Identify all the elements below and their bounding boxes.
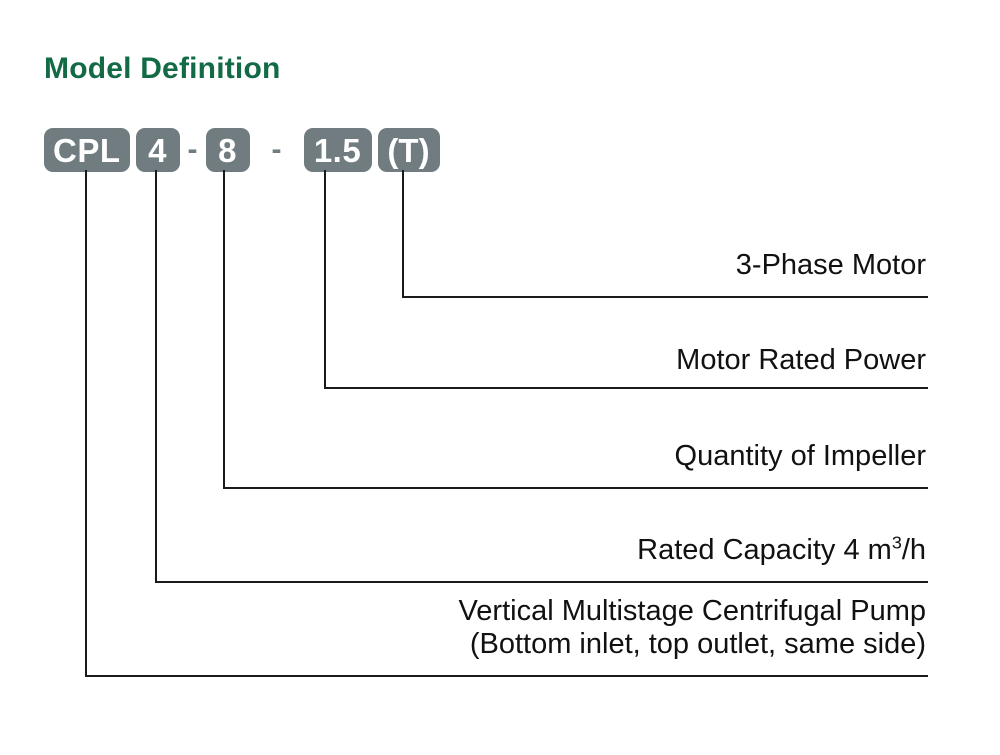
leader-line-capacity-horizontal (155, 581, 928, 583)
page-title: Model Definition (44, 52, 281, 85)
badge-capacity: 4 (135, 128, 180, 172)
callout-text-series-line2: (Bottom inlet, top outlet, same side) (469, 628, 926, 661)
callout-text-capacity-exponent: 3 (891, 532, 902, 553)
leader-line-power-horizontal (324, 387, 928, 389)
callout-label-impeller: Quantity of Impeller (675, 440, 926, 473)
leader-line-phase-horizontal (402, 296, 928, 298)
callout-text-phase: 3-Phase Motor (735, 249, 926, 281)
separator-1: - (187, 133, 198, 166)
callout-label-power: Motor Rated Power (676, 344, 926, 377)
leader-line-power-vertical (324, 170, 326, 389)
callout-label-phase: 3-Phase Motor (736, 249, 926, 282)
badge-power: 1.5 (303, 128, 372, 172)
callout-text-capacity-post: /h (901, 534, 926, 566)
leader-line-impeller-horizontal (223, 487, 928, 489)
badge-phase: (T) (377, 128, 440, 172)
leader-line-series-horizontal (85, 675, 928, 677)
separator-2: - (271, 133, 282, 166)
callout-label-capacity: Rated Capacity 4 m3/h (637, 532, 926, 567)
leader-line-phase-vertical (402, 170, 404, 298)
badge-stages: 8 (205, 128, 250, 172)
callout-label-series: Vertical Multistage Centrifugal Pump (Bo… (459, 595, 926, 661)
model-code-row: CPL 4 - 8 - 1.5 (T) (44, 128, 440, 172)
badge-series: CPL (44, 128, 130, 172)
leader-line-impeller-vertical (223, 170, 225, 489)
leader-line-series-vertical (85, 170, 87, 677)
callout-text-capacity-pre: Rated Capacity 4 m (637, 534, 892, 566)
callout-text-series-line1: Vertical Multistage Centrifugal Pump (458, 595, 926, 627)
leader-line-capacity-vertical (155, 170, 157, 583)
callout-text-power: Motor Rated Power (676, 344, 926, 376)
callout-text-impeller: Quantity of Impeller (674, 440, 926, 472)
